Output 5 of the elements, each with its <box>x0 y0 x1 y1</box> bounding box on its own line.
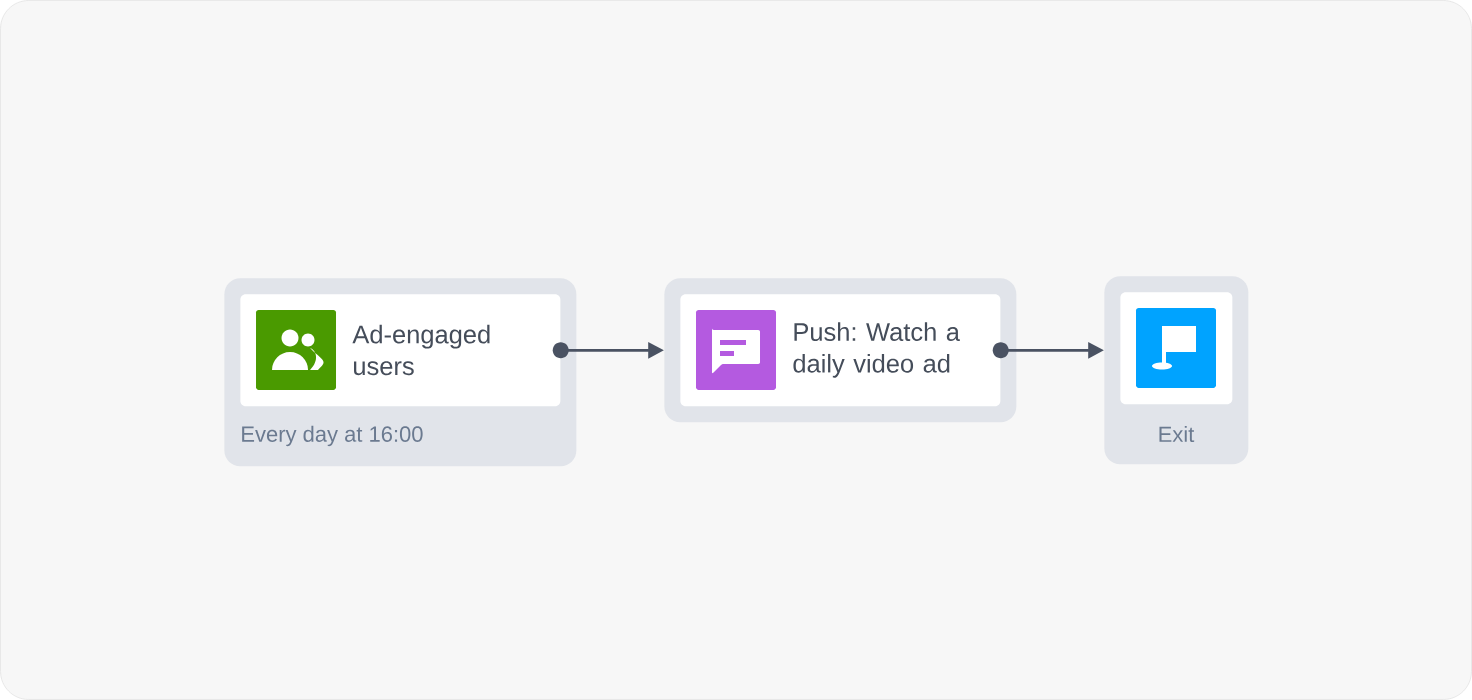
node-label: Exit <box>1159 425 1195 442</box>
card: Ad-engaged users <box>240 294 561 407</box>
node-label: Every day at 16:00 <box>242 425 423 447</box>
card: Push: Watch a daily video ad <box>680 294 1001 407</box>
card <box>1120 292 1233 405</box>
